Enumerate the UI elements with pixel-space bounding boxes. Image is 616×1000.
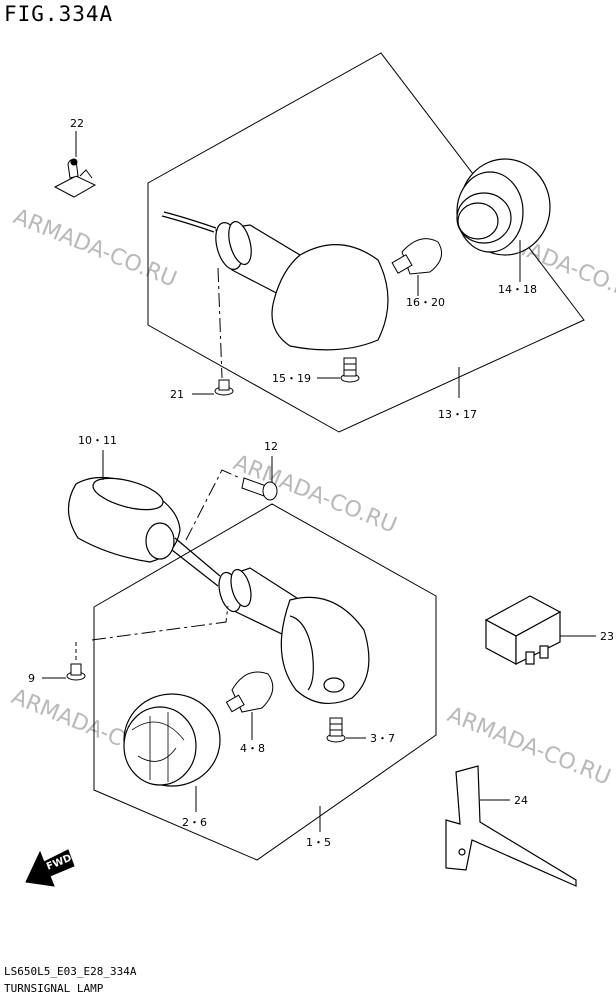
figure-title: FIG.334A [4, 2, 114, 26]
part-21-nut [214, 379, 234, 396]
callout-12: 12 [264, 440, 278, 453]
part-3-7-screw [326, 717, 346, 743]
callout-13-17: 13・17 [438, 408, 477, 421]
fwd-arrow-icon: FWD [25, 849, 75, 887]
part-22-clip [53, 158, 97, 198]
callout-22: 22 [70, 117, 84, 130]
part-4-8-bulb [225, 671, 274, 713]
part-14-18-lens [456, 158, 551, 256]
callout-16-20: 16・20 [406, 296, 445, 309]
part-10-11-cover [67, 476, 221, 587]
callout-9: 9 [28, 672, 35, 685]
part-16-20-bulb [391, 238, 443, 275]
part-2-6-lens [123, 693, 221, 787]
callout-24: 24 [514, 794, 528, 807]
watermark: ARMADA-CO.RU [230, 450, 400, 538]
callout-14-18: 14・18 [498, 283, 537, 296]
callout-1-5: 1・5 [306, 836, 331, 849]
part-24-bracket [445, 765, 577, 887]
part-23-relay [484, 595, 562, 665]
callout-10-11: 10・11 [78, 434, 117, 447]
upper-assembly-box [147, 52, 585, 433]
part-12-bolt [241, 477, 278, 501]
part-15-19-screw [340, 357, 360, 383]
part-9-nut [66, 663, 86, 681]
watermark: ARMADA-CO.RU [10, 204, 180, 292]
figure-code: LS650L5_E03_E28_334A [4, 965, 137, 978]
lower-assembly-box [93, 503, 437, 861]
part-1-5-lamp-housing [218, 567, 370, 705]
callout-3-7: 3・7 [370, 732, 395, 745]
callout-15-19: 15・19 [272, 372, 311, 385]
callout-21: 21 [170, 388, 184, 401]
callout-23: 23 [600, 630, 614, 643]
callouts: 22 16・20 14・18 21 15・19 13・17 10・11 12 2… [28, 117, 614, 849]
part-13-17-lamp-housing [161, 211, 389, 351]
figure-name: TURNSIGNAL LAMP [4, 982, 104, 995]
callout-4-8: 4・8 [240, 742, 265, 755]
callout-2-6: 2・6 [182, 816, 207, 829]
